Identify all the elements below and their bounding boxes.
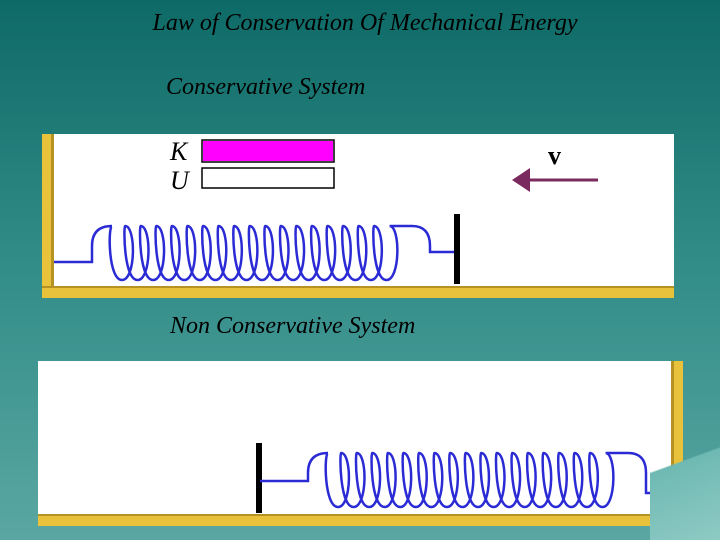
potential-energy-bar-frame [201,167,335,189]
kinetic-energy-bar-frame [201,139,335,163]
mass-plate [256,443,262,513]
spring [260,451,672,509]
kinetic-energy-bar-fill [203,141,333,161]
velocity-label: v [548,141,561,170]
non-conservative-system-panel [38,361,683,526]
conservative-system-heading: Conservative System [166,74,366,100]
non-conservative-system-diagram [38,361,683,526]
non-conservative-system-heading: Non Conservative System [170,313,416,339]
kinetic-energy-label: K [169,137,189,166]
mass-plate [454,214,460,284]
conservative-system-panel: K U v [42,134,674,298]
floor [42,286,674,298]
spring [54,224,456,282]
velocity-arrow-head [512,168,530,192]
spring-coil [260,451,672,509]
floor-edge [42,286,674,288]
floor [38,514,683,526]
floor-edge [38,514,683,516]
slide-title: Law of Conservation Of Mechanical Energy [152,10,578,36]
potential-energy-label: U [170,166,191,195]
left-wall-edge [51,134,54,288]
corner-decoration [650,410,720,540]
conservative-system-diagram: K U v [42,134,674,298]
spring-coil [54,224,456,282]
